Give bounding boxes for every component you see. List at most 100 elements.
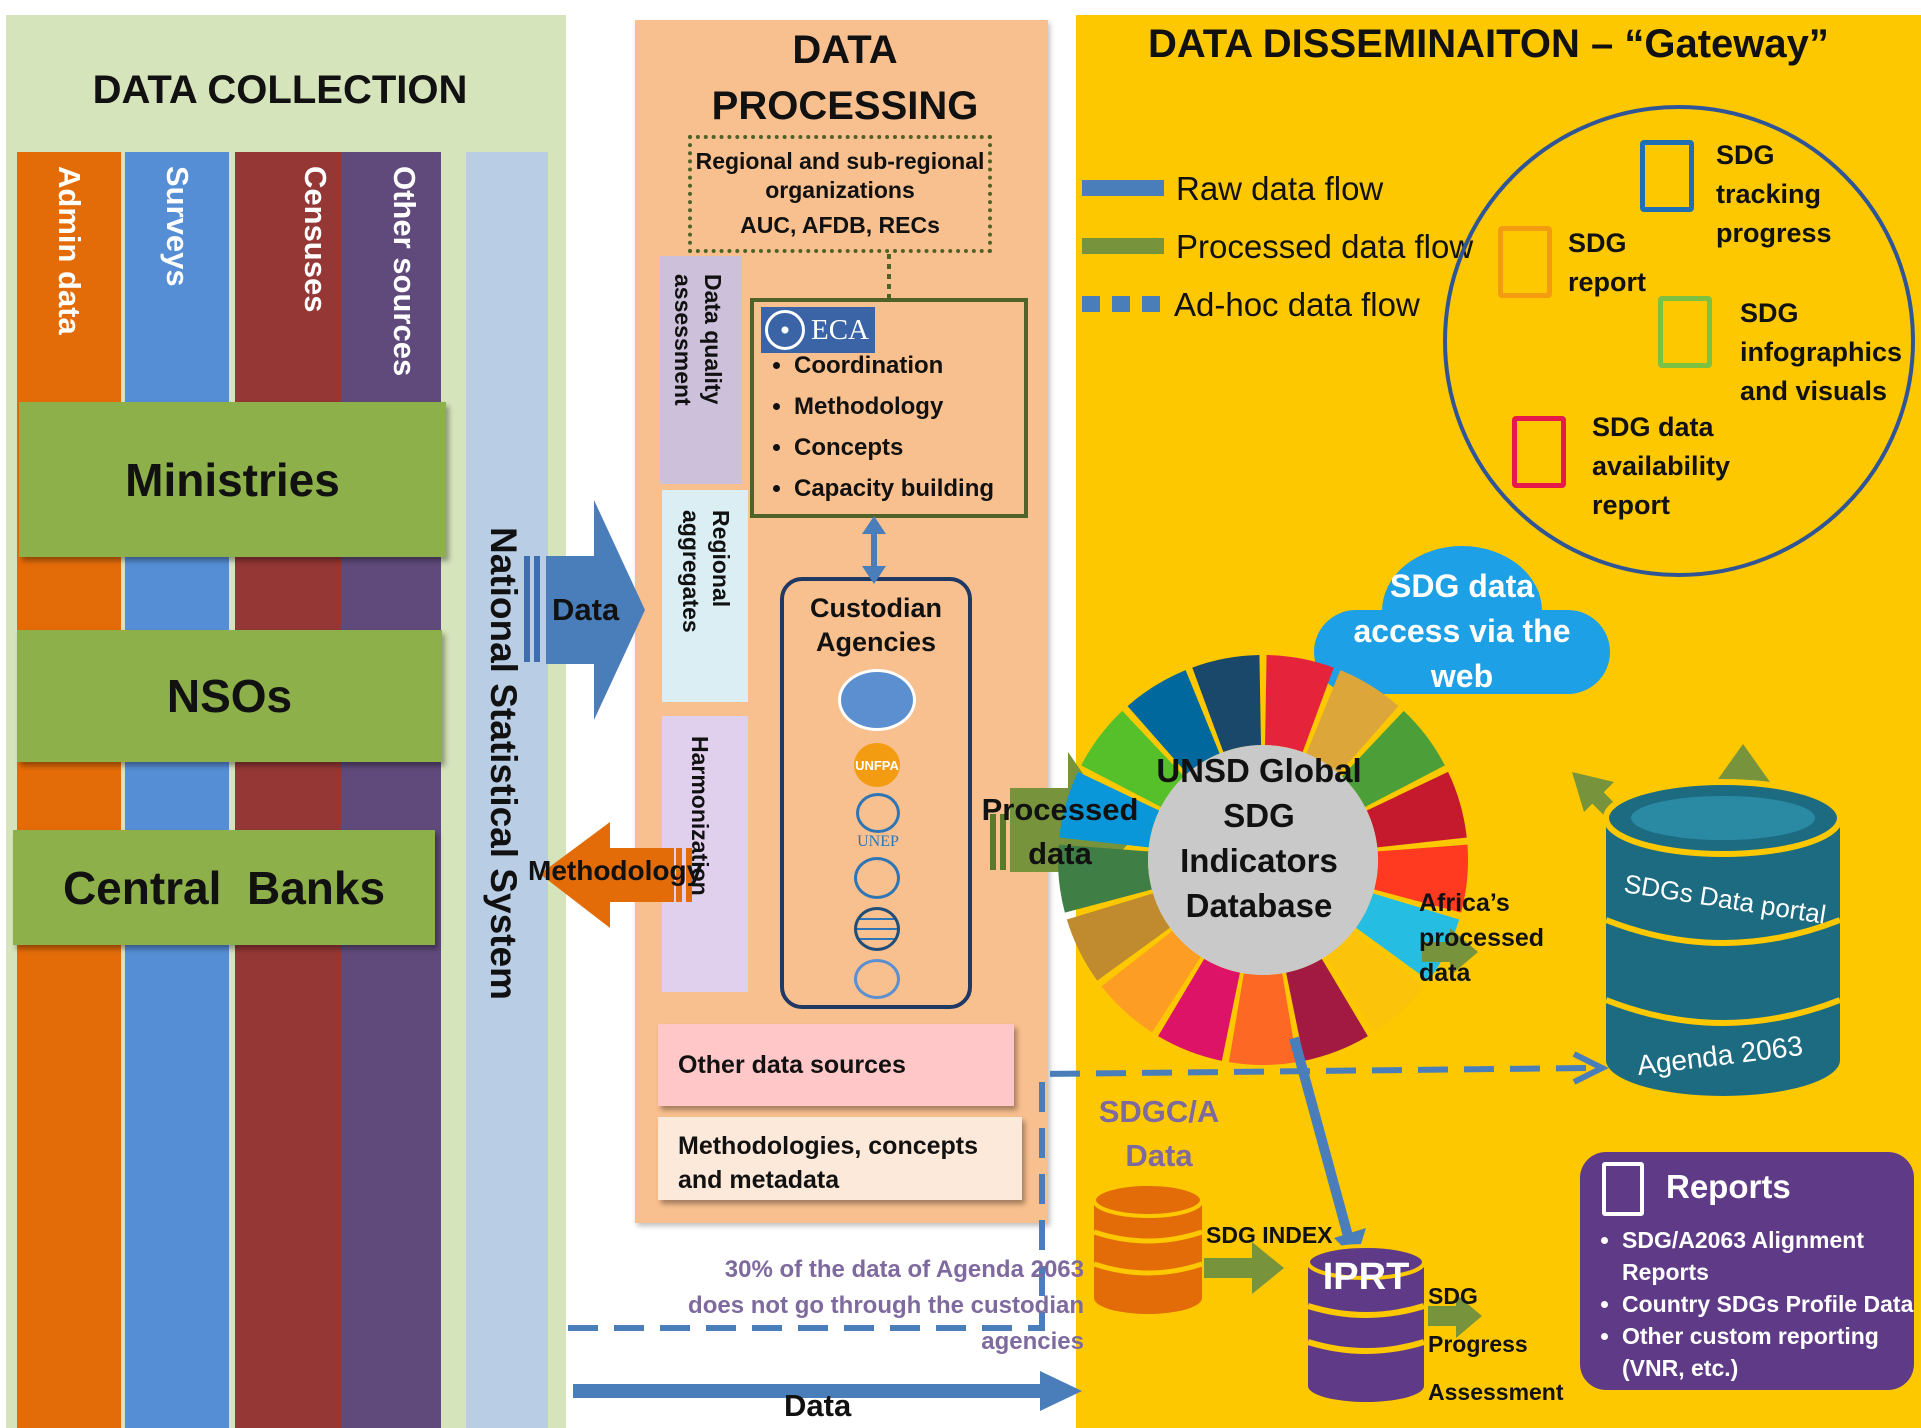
processed-data-arrow-label: Processed data (980, 788, 1140, 876)
fao-logo-icon (854, 857, 900, 899)
sdg-wheel-segment (1192, 655, 1261, 753)
sdg-infographics-label: SDG infographics and visuals (1740, 298, 1903, 406)
nss-label: National Statistical System (483, 527, 524, 1000)
sdg-wheel-segment (1081, 710, 1185, 807)
legend-raw-line (1082, 180, 1164, 196)
data-quality-label: Data quality assessment (670, 274, 726, 406)
un-emblem-icon (765, 310, 805, 350)
data-quality-tab: Data quality assessment (660, 256, 742, 484)
regional-organizations-box: Regional and sub-regional organizations … (688, 135, 992, 253)
reports-title: Reports (1666, 1168, 1791, 1205)
sdg-wheel-segment (1325, 930, 1425, 1033)
sdg-wheel-segment (1059, 771, 1160, 848)
sdg-index-arrow (1204, 1242, 1284, 1294)
data-arrow-label: Data (552, 592, 620, 627)
wheel-label: UNSD Global SDG Indicators Database (1156, 752, 1362, 924)
unfpa-label: UNFPA (855, 757, 899, 773)
other-data-sources-label: Other data sources (678, 1050, 906, 1079)
regional-aggregates-label: Regional aggregates (678, 510, 734, 633)
central-banks-box: Central Banks (13, 830, 435, 945)
bottom-data-label: Data (784, 1388, 852, 1423)
un-logo-icon (838, 669, 916, 731)
sdg-wheel-segment (1265, 655, 1334, 753)
eca-logo: ECA (761, 307, 875, 353)
legend-raw-label: Raw data flow (1176, 170, 1384, 207)
regional-line2: organizations (765, 177, 915, 203)
bottom-data-arrow (573, 1371, 1082, 1411)
report-item: Other custom reporting (VNR, etc.) (1622, 1320, 1921, 1384)
eca-item: Capacity building (794, 475, 994, 503)
report-item: Country SDGs Profile Data (1622, 1288, 1921, 1320)
sdg-index-label: SDG INDEX (1206, 1222, 1333, 1248)
column-other-sources: Other sources (341, 152, 441, 1428)
sdg-availability-icon (1512, 416, 1566, 488)
methodology-arrow (540, 822, 692, 928)
reports-box: Reports SDG/A2063 Alignment Reports Coun… (1580, 1152, 1914, 1390)
outputs-circle (1443, 105, 1915, 577)
column-label: Censuses (298, 166, 333, 313)
sdg-wheel-segment (1286, 958, 1368, 1061)
sdg-tracking-label: SDG tracking progress (1716, 140, 1832, 248)
data-portal-cylinder (1603, 779, 1843, 1096)
sdg-wheel-segment (1306, 670, 1399, 774)
iprt-cylinder (1306, 1244, 1426, 1402)
methodology-arrow-label: Methodology (528, 855, 703, 886)
column-label: Admin data (52, 166, 87, 335)
sdg-report-icon (1498, 226, 1552, 298)
other-data-sources-box: Other data sources (658, 1024, 1014, 1106)
legend-adhoc-label: Ad-hoc data flow (1174, 286, 1420, 323)
sdg-wheel-segment (1127, 670, 1220, 774)
reports-list: SDG/A2063 Alignment Reports Country SDGs… (1586, 1224, 1921, 1384)
africa-arrow (1422, 928, 1478, 976)
regional-line3: AUC, AFDB, RECs (740, 212, 940, 238)
eca-item: Coordination (794, 352, 994, 380)
sdg-infographics-icon (1658, 296, 1712, 368)
eca-box: ECA Coordination Methodology Concepts Ca… (750, 298, 1028, 518)
data-collection-title: DATA COLLECTION (92, 67, 468, 112)
sdg-wheel-segment (1341, 710, 1445, 807)
world-bank-logo-icon (854, 907, 900, 951)
reports-icon (1602, 1162, 1644, 1216)
eca-item: Concepts (794, 434, 994, 462)
ministries-box: Ministries (19, 402, 446, 557)
sdg-wheel (1057, 655, 1468, 1065)
sdg-availability-label: SDG data availability report (1592, 412, 1731, 520)
column-censuses: Censuses (235, 152, 341, 1428)
sdg-wheel-segment (1374, 844, 1468, 913)
sdg-report-label: SDG report (1568, 228, 1647, 297)
processed-data-text: Processed data (981, 792, 1139, 871)
sdg-wheel-segment (1057, 844, 1152, 913)
sdgca-cylinder (1092, 1182, 1204, 1314)
regional-line1: Regional and sub-regional (695, 148, 985, 174)
legend-processed-label: Processed data flow (1176, 228, 1474, 265)
sdg-wheel-segment (1066, 893, 1171, 981)
metadata-label: Methodologies, concepts and metadata (678, 1132, 979, 1194)
metadata-box: Methodologies, concepts and metadata (658, 1117, 1022, 1200)
sdg-wheel-segment (1228, 973, 1298, 1065)
who-logo-icon (854, 959, 900, 999)
africa-label: Africa’s processed data (1419, 889, 1545, 987)
legend-processed-line (1082, 238, 1164, 254)
legend-adhoc-line (1082, 296, 1164, 312)
dissemination-title: DATA DISSEMINAITON – “Gateway” (1148, 22, 1829, 66)
cloud-label: SDG data access via the web (1353, 568, 1571, 694)
column-label: Surveys (160, 166, 195, 287)
nss-column: National Statistical System (466, 152, 548, 1428)
eca-custodian-arrow (862, 516, 886, 584)
nsos-box: NSOs (17, 630, 442, 762)
sdg-wheel-center (1148, 745, 1378, 975)
adhoc-flow-line (568, 1065, 1591, 1331)
custodian-title: Custodian Agencies (810, 593, 942, 657)
sdgca-label: SDGC/A Data (1098, 1094, 1220, 1173)
sdg-wheel-segment (1366, 771, 1467, 848)
eca-list: Coordination Methodology Concepts Capaci… (768, 352, 994, 516)
adhoc-arrowhead (1572, 1051, 1609, 1085)
sdg-wheel-segment (1158, 958, 1240, 1061)
data-arrow (524, 500, 645, 720)
cloud-bump (1382, 546, 1542, 676)
adhoc-note: 30% of the data of Agenda 2063 does not … (688, 1256, 1084, 1355)
sdg-wheel-segment (1101, 930, 1201, 1033)
unfpa-logo-icon: UNFPA (854, 743, 900, 787)
data-processing-title-line2: PROCESSING (711, 83, 979, 128)
